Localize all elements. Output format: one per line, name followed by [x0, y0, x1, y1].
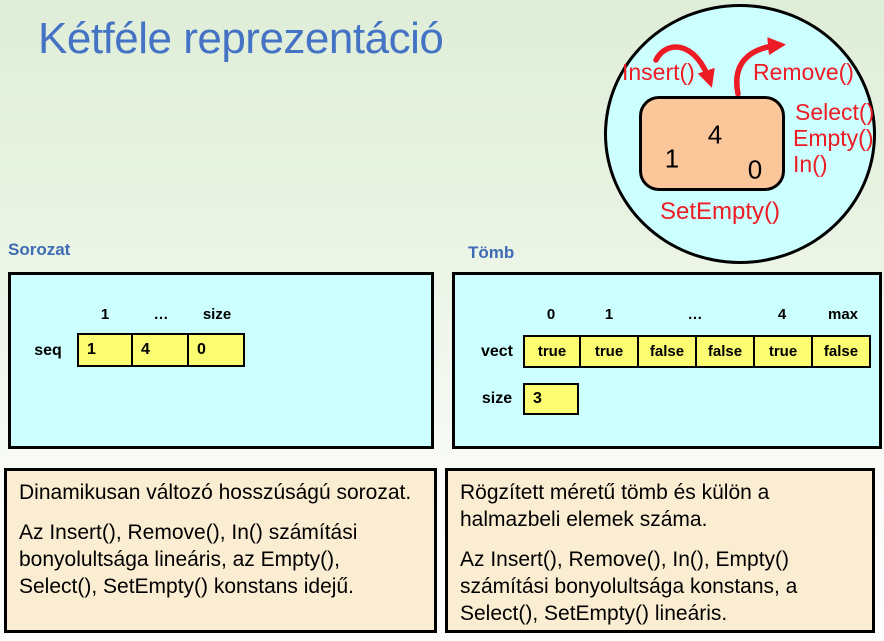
vect-array-cell: false	[697, 335, 755, 368]
set-element: 4	[707, 119, 723, 150]
set-element: 0	[747, 154, 763, 185]
insert-operation-label: Insert()	[622, 59, 695, 85]
select-operation-label: Select()	[795, 99, 875, 125]
set-elements-box: 4 1 0	[639, 96, 785, 191]
vect-array-cell: true	[523, 335, 581, 368]
vect-index-label: 1	[604, 306, 614, 323]
seq-row-label: seq	[34, 342, 62, 359]
array-note-paragraph: Az Insert(), Remove(), In(), Empty() szá…	[460, 548, 798, 625]
seq-array-cell: 0	[189, 333, 245, 367]
sequence-note-paragraph: Dinamikusan változó hosszúságú sorozat.	[19, 481, 412, 504]
sequence-note-box: Dinamikusan változó hosszúságú sorozat. …	[4, 468, 437, 633]
vect-index-label: …	[687, 306, 703, 323]
vect-array-cell: true	[581, 335, 639, 368]
vect-array-cell: true	[755, 335, 813, 368]
set-element: 1	[664, 143, 680, 174]
array-note-paragraph: Rögzített méretű tömb és külön a halmazb…	[460, 481, 770, 531]
vect-index-label: 0	[546, 306, 556, 323]
array-note-box: Rögzített méretű tömb és külön a halmazb…	[445, 468, 875, 633]
sequence-note-paragraph: Az Insert(), Remove(), In() számítási bo…	[19, 521, 358, 598]
empty-operation-label: Empty()	[793, 125, 874, 151]
slide-title: Kétféle reprezentáció	[38, 14, 444, 63]
remove-operation-label: Remove()	[753, 59, 854, 85]
array-heading: Tömb	[468, 243, 515, 262]
seq-index-label: size	[202, 306, 232, 323]
in-operation-label: In()	[793, 151, 828, 177]
size-value-cell: 3	[523, 383, 579, 415]
vect-array-cell: false	[639, 335, 697, 368]
vect-row-label: vect	[480, 343, 514, 360]
seq-array: 1 4 0	[77, 333, 245, 367]
sequence-heading: Sorozat	[8, 240, 71, 259]
seq-index-label: …	[153, 306, 169, 323]
vect-array: true true false false true false	[523, 335, 871, 368]
vect-array-cell: false	[813, 335, 871, 368]
size-box: 3	[523, 383, 579, 415]
size-row-label: size	[481, 390, 513, 407]
array-panel: 0 1 … 4 max vect true true false false t…	[452, 272, 882, 449]
sequence-panel: 1 … size seq 1 4 0	[8, 272, 434, 449]
vect-index-label: max	[827, 306, 859, 323]
setempty-operation-label: SetEmpty()	[660, 198, 781, 225]
seq-index-label: 1	[100, 306, 110, 323]
vect-index-label: 4	[777, 306, 787, 323]
seq-array-cell: 1	[77, 333, 133, 367]
seq-array-cell: 4	[133, 333, 189, 367]
